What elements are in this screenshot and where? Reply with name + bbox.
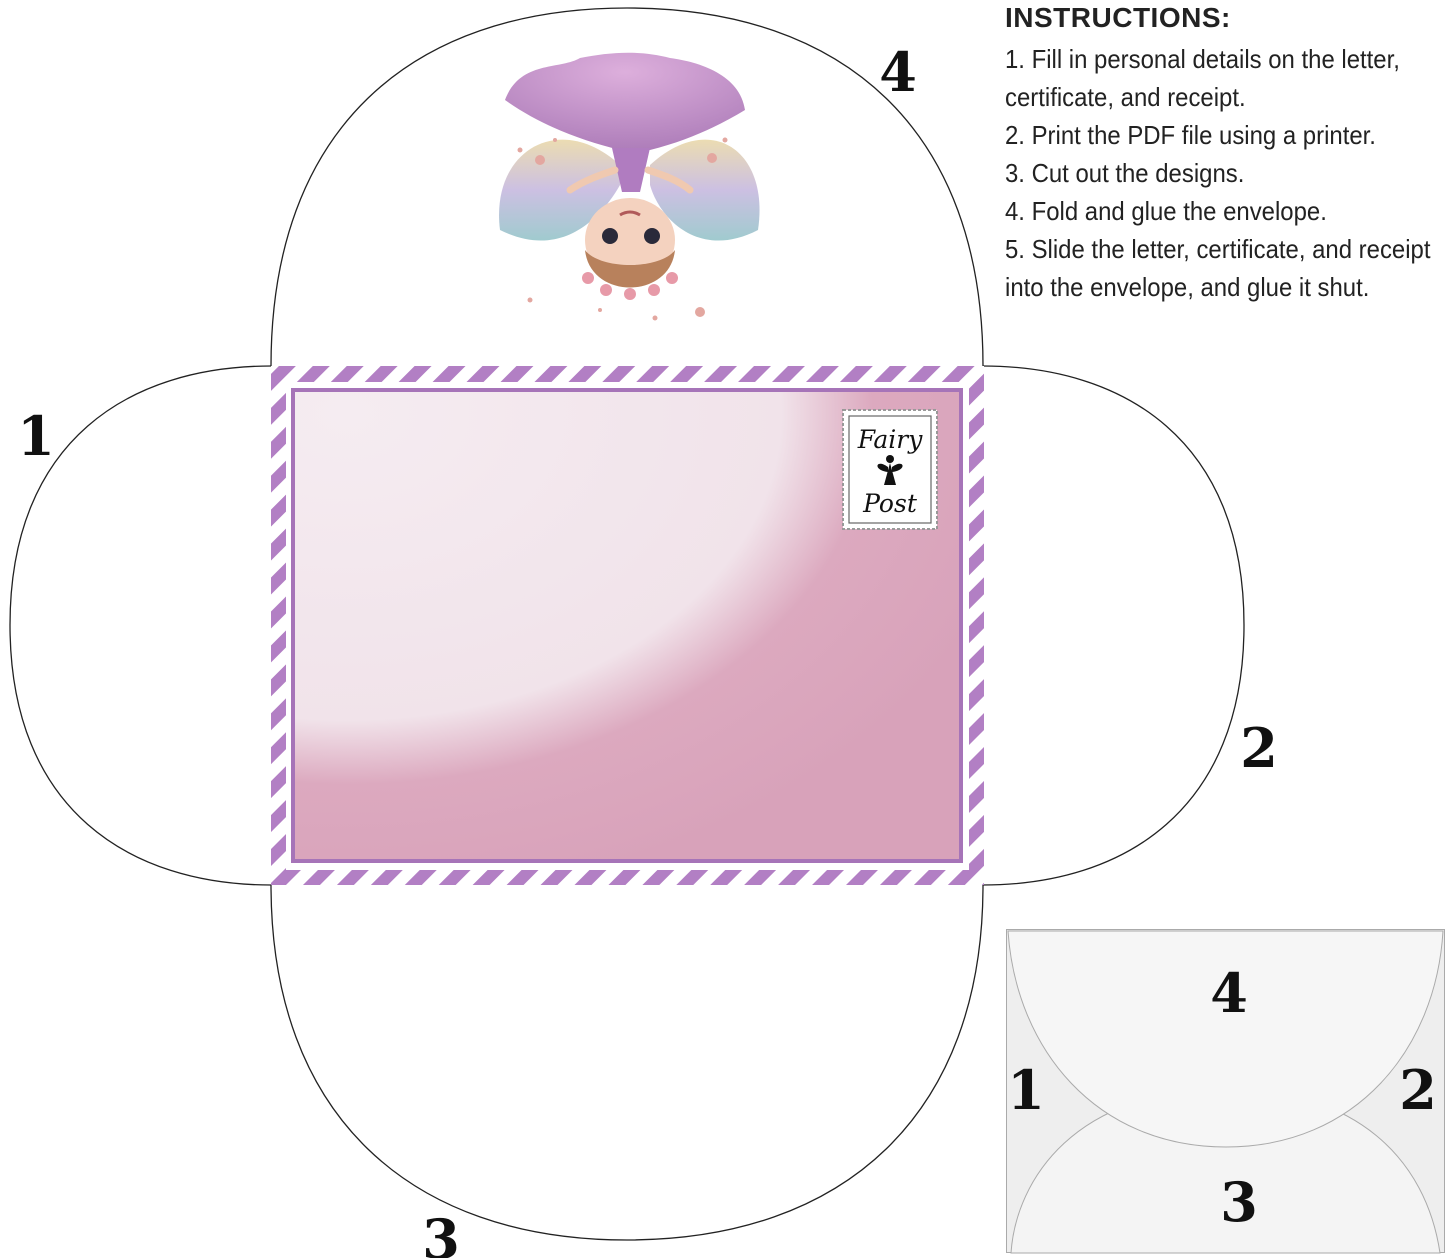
fairy-silhouette-icon <box>877 455 903 485</box>
flap-label-right: 2 <box>1240 716 1278 780</box>
fairy-post-stamp: Fairy Post <box>842 409 938 530</box>
flap-outlines <box>9 7 1245 1241</box>
instructions-title: INSTRUCTIONS: <box>1005 2 1231 33</box>
instruction-step: 5. Slide the letter, certificate, and re… <box>1005 234 1431 302</box>
flap-label-bottom: 3 <box>422 1207 460 1258</box>
instructions-list: 1. Fill in personal details on the lette… <box>1005 40 1443 306</box>
fairy-illustration <box>499 52 760 321</box>
left-flap-1 <box>9 365 272 886</box>
flap-label-top: 4 <box>879 40 917 104</box>
bottom-flap-3 <box>270 884 984 1241</box>
instruction-step: 1. Fill in personal details on the lette… <box>1005 44 1400 112</box>
preview-label-left: 1 <box>1007 1058 1045 1122</box>
instructions-panel: INSTRUCTIONS: 1. Fill in personal detail… <box>1005 2 1443 306</box>
stamp-text-line1: Fairy <box>857 425 924 454</box>
folded-envelope-preview: 4 1 2 3 <box>1006 929 1445 1254</box>
preview-label-right: 2 <box>1399 1058 1437 1122</box>
instruction-step: 2. Print the PDF file using a printer. <box>1005 120 1376 150</box>
instruction-step: 4. Fold and glue the envelope. <box>1005 196 1327 226</box>
preview-top-flap <box>1007 930 1444 1148</box>
flap-label-left: 1 <box>17 404 55 468</box>
instruction-step: 3. Cut out the designs. <box>1005 158 1245 188</box>
stamp-text-line2: Post <box>862 489 918 518</box>
preview-label-bottom: 3 <box>1220 1170 1258 1234</box>
right-flap-2 <box>982 365 1245 886</box>
preview-label-top: 4 <box>1210 961 1248 1025</box>
